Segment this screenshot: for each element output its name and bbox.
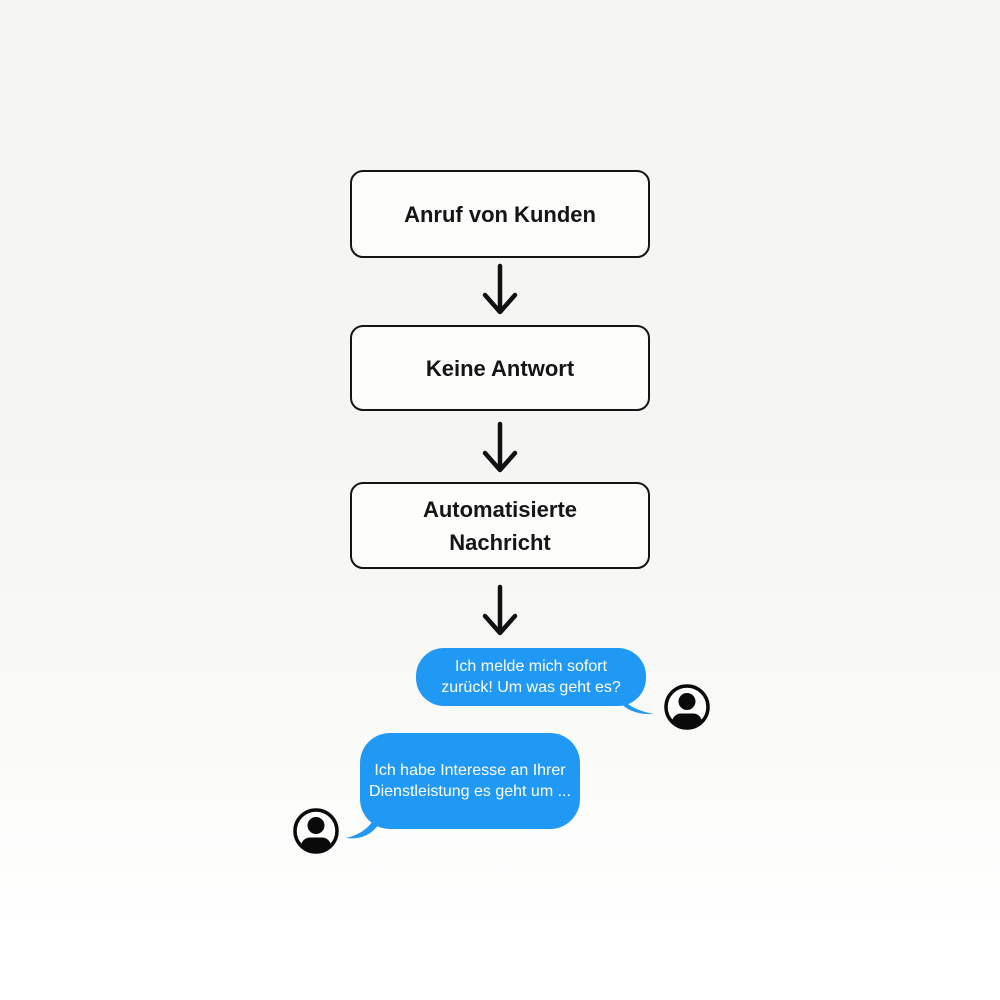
flow-node-keine-antwort: Keine Antwort xyxy=(350,325,650,411)
arrow-down-icon xyxy=(480,421,520,474)
flow-node-label: Keine Antwort xyxy=(425,355,575,381)
flow-node-anruf-von-kunden: Anruf von Kunden xyxy=(350,170,650,258)
chat-bubble-text: Ich melde mich sofort zurück! Um was geh… xyxy=(441,658,621,696)
flow-node-label: Automatisierte Nachricht xyxy=(422,496,578,555)
person-icon xyxy=(292,807,340,855)
chat-bubble-customer-reply: Ich habe Interesse an Ihrer Dienstleistu… xyxy=(346,733,580,839)
chat-bubble-text: Ich habe Interesse an Ihrer Dienstleistu… xyxy=(369,762,571,800)
chat-bubble-auto-reply: Ich melde mich sofort zurück! Um was geh… xyxy=(416,648,654,715)
arrow-down-icon xyxy=(480,584,520,637)
arrow-down-icon xyxy=(480,263,520,316)
person-icon xyxy=(663,683,711,731)
flow-node-automatisierte-nachricht: Automatisierte Nachricht xyxy=(350,482,650,569)
flow-node-label: Anruf von Kunden xyxy=(404,201,596,227)
